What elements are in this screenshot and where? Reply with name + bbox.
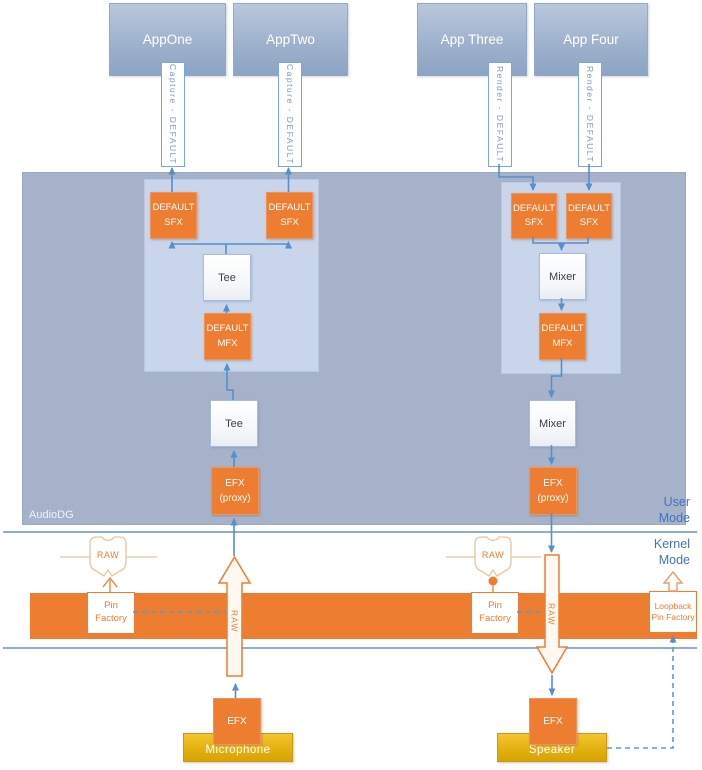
capture-efx-proxy-box: EFX (proxy) bbox=[211, 467, 259, 515]
speaker-efx-box: EFX bbox=[529, 698, 577, 745]
dashed-speaker-loopback bbox=[607, 635, 677, 749]
app-label: App Four bbox=[563, 32, 619, 47]
raw-arrow-down-label: RAW bbox=[546, 602, 557, 626]
pipe-label: Capture - DEFAULT bbox=[285, 64, 295, 165]
capture-tee-bottom-box: Tee bbox=[210, 400, 258, 447]
render-pin-factory-box: Pin Factory bbox=[471, 592, 519, 634]
render-efx-proxy-box: EFX (proxy) bbox=[529, 467, 577, 515]
pipe-label: Render - DEFAULT bbox=[495, 65, 505, 164]
pipe-label: Capture - DEFAULT bbox=[168, 64, 178, 165]
loopback-pin-factory-box: Loopback Pin Factory bbox=[649, 591, 697, 633]
render-mfx-box: DEFAULT MFX bbox=[539, 313, 586, 360]
capture-pin-factory-box: Pin Factory bbox=[87, 592, 135, 634]
pipe-render-appthree: Render - DEFAULT bbox=[488, 62, 512, 167]
render-sfx-left-box: DEFAULT SFX bbox=[511, 193, 557, 239]
render-sfx-right-box: DEFAULT SFX bbox=[566, 193, 612, 239]
render-mixer-top-box: Mixer bbox=[539, 253, 586, 300]
capture-mfx-box: DEFAULT MFX bbox=[204, 313, 251, 360]
raw-shield-render-label: RAW bbox=[481, 550, 505, 560]
shield-to-pinfactory-connector bbox=[488, 576, 498, 592]
audiodg-label: AudioDG bbox=[29, 509, 74, 521]
label-user-mode: User Mode bbox=[658, 495, 690, 525]
pipe-capture-apptwo: Capture - DEFAULT bbox=[278, 62, 302, 167]
label-kernel-mode: Kernel Mode bbox=[653, 537, 690, 567]
capture-sfx-left-box: DEFAULT SFX bbox=[150, 192, 197, 239]
loopback-up-arrow bbox=[662, 570, 684, 592]
raw-arrow-up-label: RAW bbox=[229, 609, 240, 633]
app-label: AppOne bbox=[142, 32, 193, 47]
render-mixer-bottom-box: Mixer bbox=[529, 400, 576, 447]
capture-sfx-right-box: DEFAULT SFX bbox=[266, 192, 313, 239]
app-label: App Three bbox=[440, 32, 504, 47]
pipe-capture-appone: Capture - DEFAULT bbox=[161, 62, 185, 167]
speaker-box: Speaker bbox=[497, 733, 607, 762]
pipe-render-appfour: Render - DEFAULT bbox=[578, 62, 602, 167]
kernel-bus-band bbox=[30, 593, 697, 639]
pinfactory-to-shield-arrow bbox=[102, 576, 118, 592]
raw-shield-capture-label: RAW bbox=[96, 550, 120, 560]
app-label: AppTwo bbox=[266, 32, 315, 47]
microphone-efx-box: EFX bbox=[213, 698, 261, 745]
capture-tee-top-box: Tee bbox=[203, 254, 251, 301]
pipe-label: Render - DEFAULT bbox=[585, 65, 595, 164]
